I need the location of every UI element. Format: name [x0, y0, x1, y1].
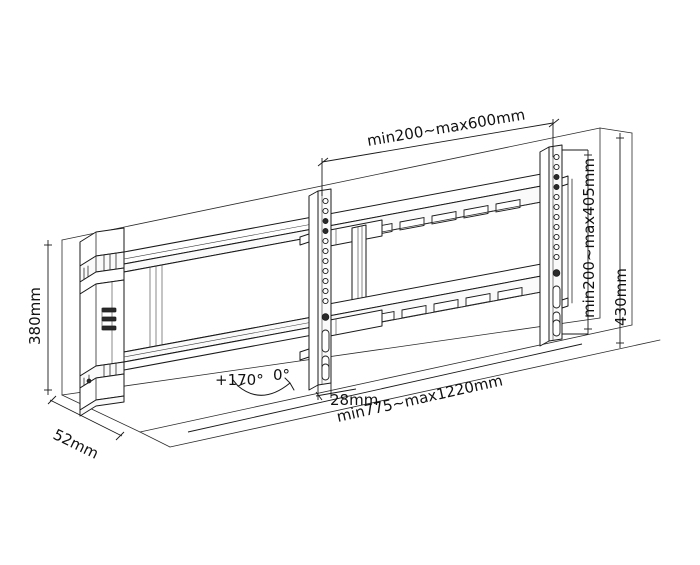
label-right-outer: 430mm	[612, 268, 630, 326]
dimension-depth	[47, 395, 125, 441]
right-rail-holes	[553, 153, 560, 261]
dimension-top-span	[317, 118, 560, 196]
left-rail-holes	[322, 197, 329, 305]
label-depth: 52mm	[50, 425, 101, 462]
label-angle-right: 0°	[273, 366, 290, 384]
bottom-rail	[317, 261, 553, 337]
floor-plane	[61, 317, 661, 448]
dimension-right-inner	[562, 149, 592, 335]
hinge-column	[79, 227, 125, 417]
label-offset: 28mm	[330, 391, 378, 409]
dimension-bottom-span	[187, 343, 583, 433]
label-angle-left: +170°	[215, 371, 264, 389]
swing-arm	[123, 215, 319, 371]
right-rail	[539, 144, 573, 347]
dimension-offset	[315, 383, 357, 401]
bottom-rail-slots	[369, 286, 523, 325]
label-right-inner: min200~max405mm	[580, 158, 598, 318]
left-rail-slots	[321, 329, 330, 381]
wall-plane	[61, 127, 633, 396]
label-left-height: 380mm	[26, 287, 44, 345]
dimension-right-outer	[616, 133, 624, 348]
right-rail-slots	[552, 285, 561, 337]
left-rail	[299, 188, 332, 391]
label-top-span: min200~max600mm	[366, 106, 527, 150]
swing-angle-arc	[232, 377, 295, 396]
dimension-left-height	[44, 240, 52, 395]
